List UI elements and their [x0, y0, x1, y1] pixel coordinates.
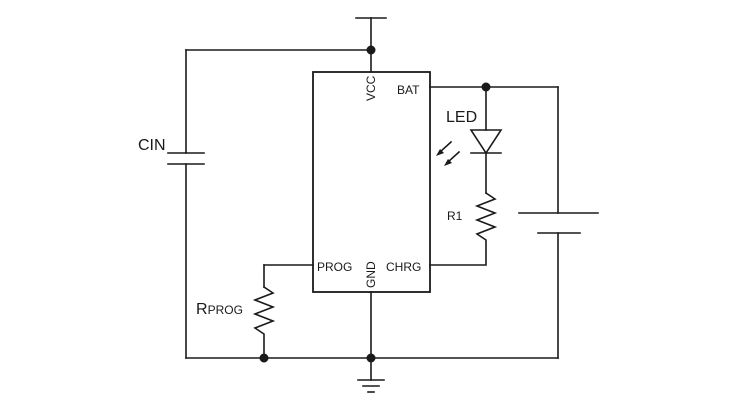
prog-wire [263, 264, 314, 288]
pin-prog-label: PROG [317, 260, 352, 274]
rprog-resistor [252, 285, 276, 359]
pin-gnd-label: GND [364, 261, 378, 288]
junction-dot-bat [481, 82, 491, 92]
rprog-label: RPROG [196, 301, 243, 318]
junction-dot-vcc [366, 45, 376, 55]
cin-label: CIN [138, 137, 166, 154]
led-diode [469, 129, 503, 194]
pin-vcc-label: VCC [364, 75, 378, 101]
pin-bat-label: BAT [397, 83, 420, 97]
top-rail-wire [185, 49, 372, 154]
cin-capacitor [167, 152, 205, 359]
junction-dot-gnd [366, 353, 376, 363]
r1-resistor [429, 191, 498, 266]
pin-chrg-label: CHRG [386, 260, 421, 274]
bat-wire [429, 86, 559, 214]
r1-label: R1 [447, 209, 463, 223]
led-emission-arrows [436, 140, 461, 166]
junction-dot-rprog [259, 353, 269, 363]
led-label: LED [446, 109, 477, 126]
battery [518, 212, 599, 359]
charger-chip [312, 71, 431, 293]
ground-symbol [357, 379, 385, 393]
supply-terminal [355, 17, 387, 73]
